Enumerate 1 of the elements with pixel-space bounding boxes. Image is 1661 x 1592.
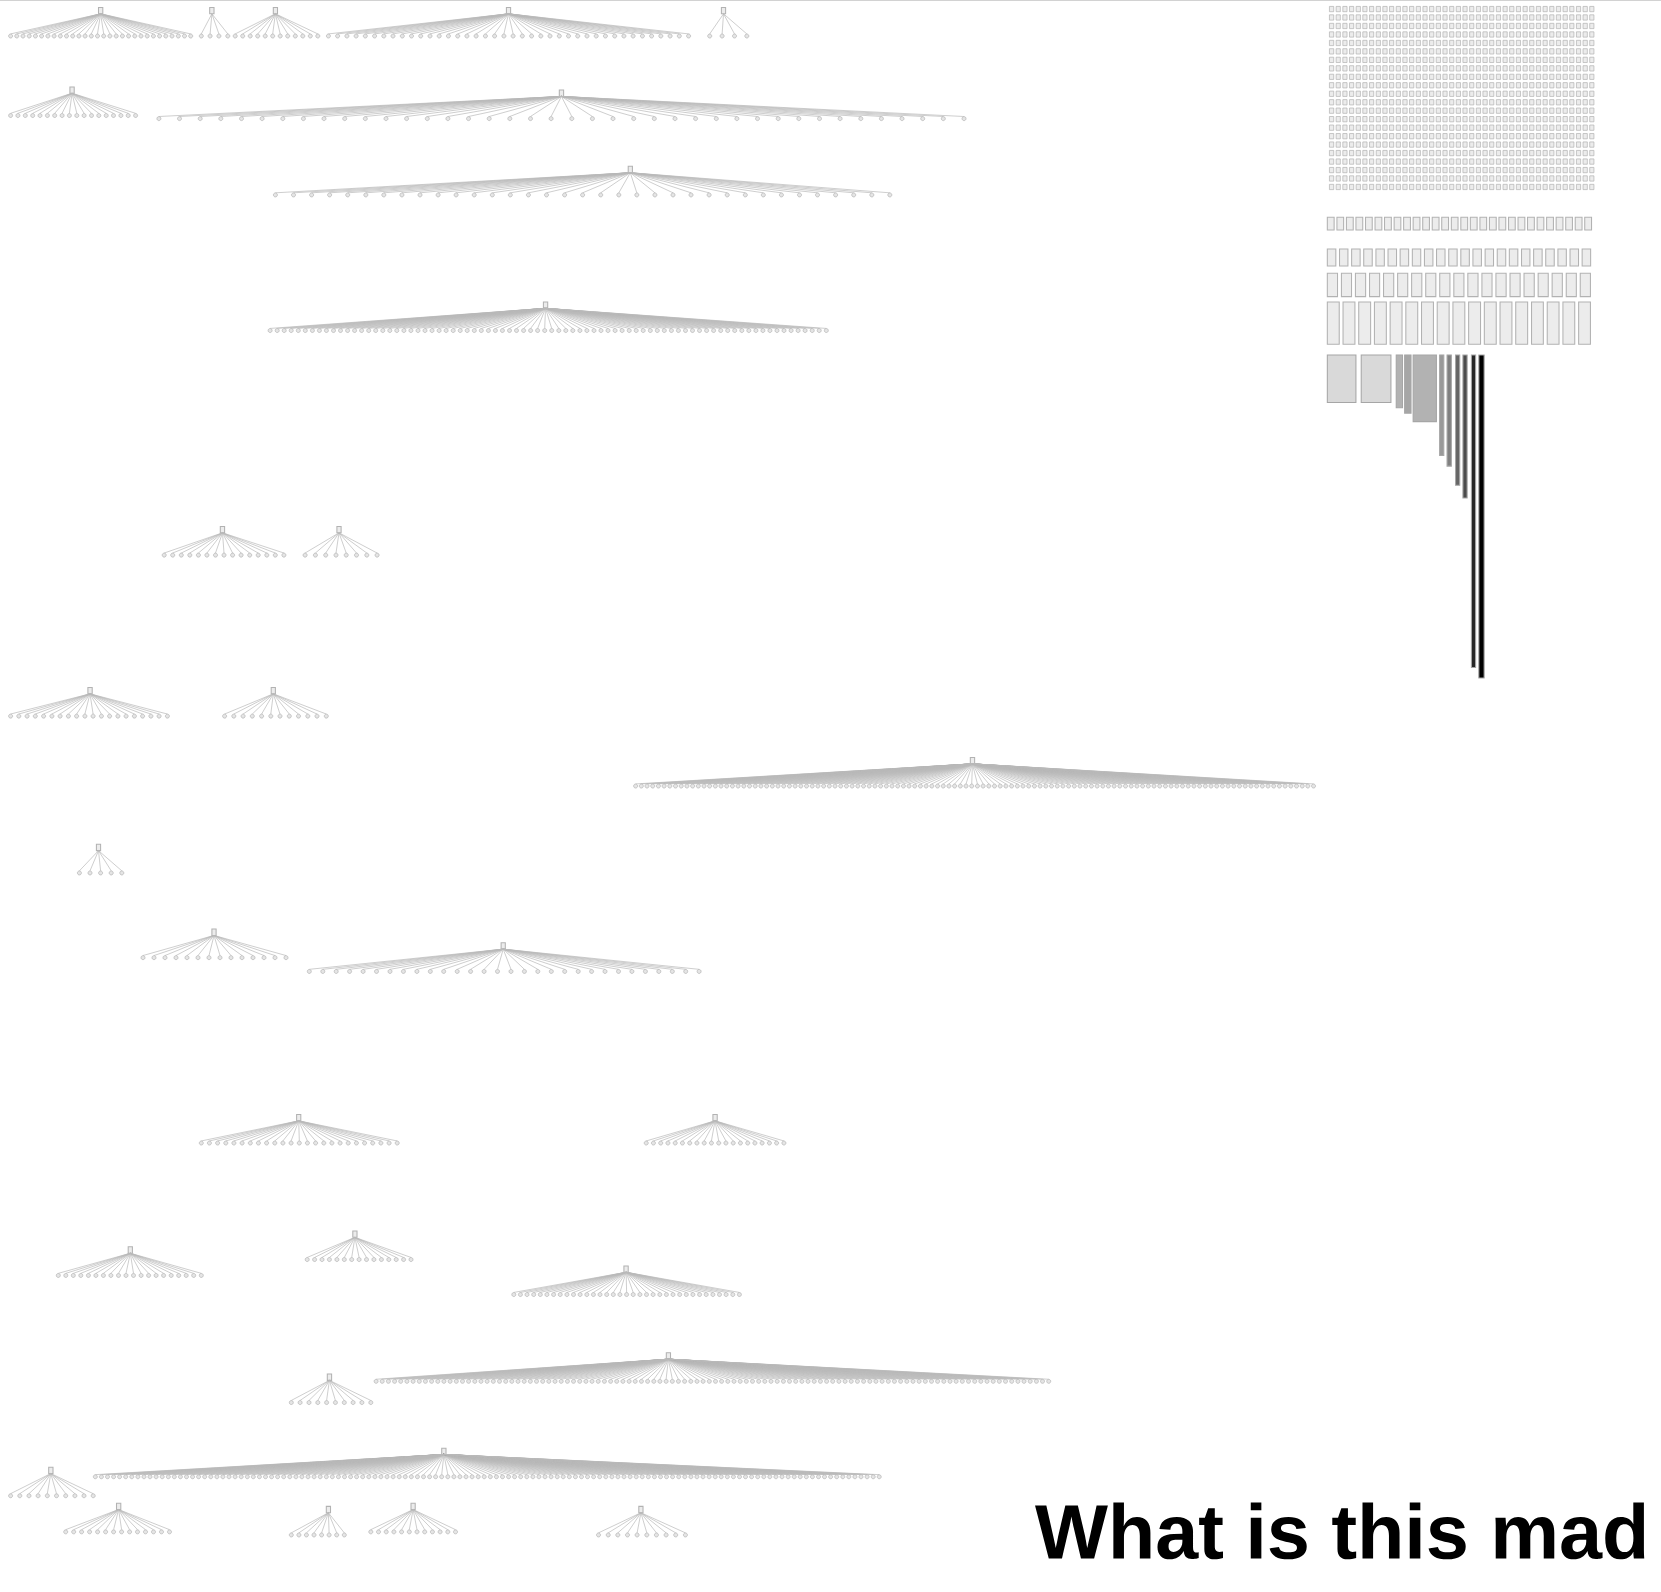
- heading: What is this mad: [1035, 1502, 1645, 1560]
